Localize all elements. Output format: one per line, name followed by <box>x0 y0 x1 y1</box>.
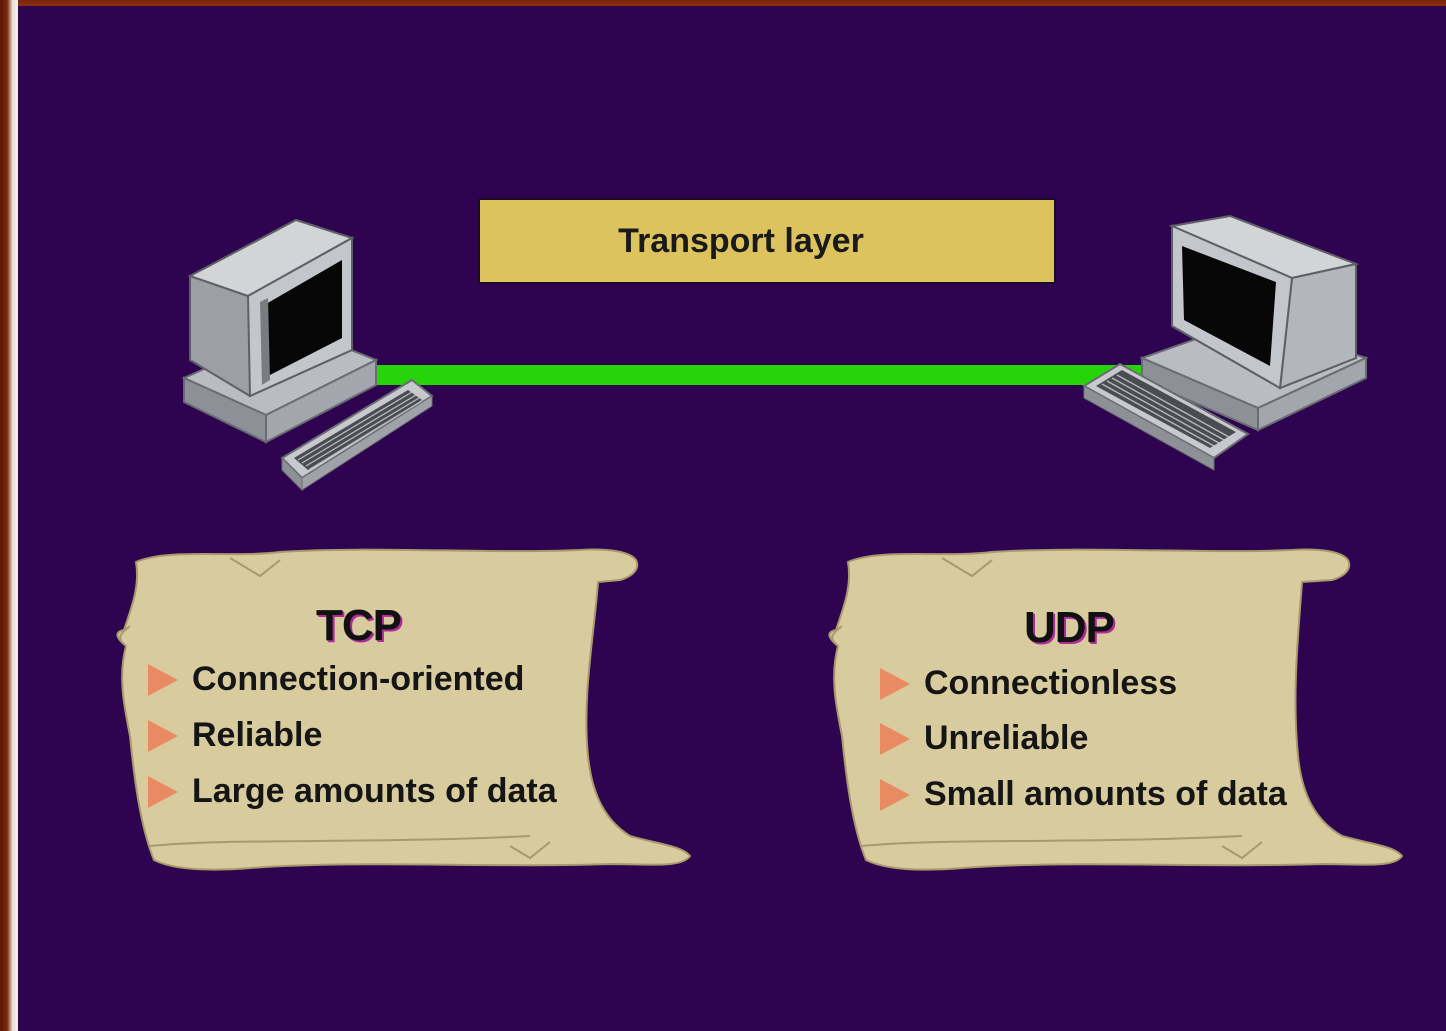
bullet-arrow-icon <box>148 719 178 752</box>
bullet-arrow-icon <box>880 778 910 811</box>
transport-layer-label: Transport layer <box>618 221 864 260</box>
udp-title: UDP <box>1024 603 1115 652</box>
tcp-feature-3: Large amounts of data <box>148 772 557 811</box>
keyboard-icon <box>1082 362 1250 471</box>
network-link <box>348 365 1208 385</box>
bullet-arrow-icon <box>880 667 910 700</box>
bullet-arrow-icon <box>148 775 178 808</box>
udp-feature-1: Connectionless <box>880 664 1177 703</box>
tcp-feature-2: Reliable <box>148 716 322 755</box>
bullet-arrow-icon <box>148 663 178 696</box>
computer-icon <box>1082 214 1369 471</box>
computer-icon <box>181 218 434 492</box>
bullet-arrow-icon <box>880 722 910 755</box>
udp-feature-3: Small amounts of data <box>880 775 1287 814</box>
diagram-panel <box>18 6 1446 1031</box>
udp-feature-2: Unreliable <box>880 719 1088 758</box>
tcp-scroll <box>116 548 692 871</box>
frame-top-border <box>0 0 1446 6</box>
frame-left-border <box>0 0 18 1031</box>
keyboard-icon <box>280 378 434 492</box>
tcp-title: TCP <box>316 601 402 650</box>
tcp-feature-1: Connection-oriented <box>148 660 524 699</box>
transport-layer-box: Transport layer <box>478 198 1056 284</box>
udp-scroll <box>828 548 1404 871</box>
